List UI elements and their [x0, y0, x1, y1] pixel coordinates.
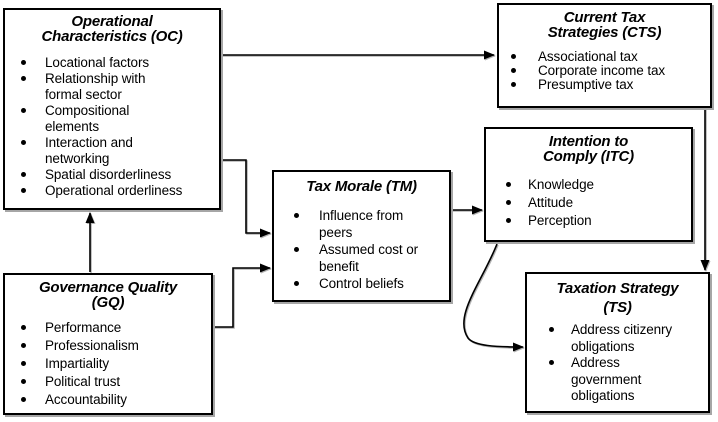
title-line: Taxation Strategy: [556, 280, 679, 297]
bullet-dot: [21, 361, 26, 366]
box-title: Operational Characteristics (OC): [5, 14, 219, 44]
arrow-oc-to-tm: [222, 159, 271, 238]
bullet-dot: [549, 360, 554, 365]
bullet-dot: [21, 172, 26, 177]
box-intention-to-comply: Intention to Comply (ITC) Knowledge Atti…: [484, 127, 693, 242]
bullet-item: Performance: [5, 319, 211, 337]
bullet-item: Knowledge: [486, 176, 691, 194]
title-line: Governance Quality: [38, 279, 178, 296]
bullet-dot: [21, 343, 26, 348]
bullet-dot: [506, 200, 511, 205]
bullet-item: Spatial disorderliness: [5, 167, 219, 183]
bullet-item: Attitude: [486, 194, 691, 212]
bullet-item: Accountability: [5, 391, 211, 409]
bullet-dot: [21, 76, 26, 81]
title-line: Tax Morale (TM): [306, 178, 417, 195]
bullet-item: Operational orderliness: [5, 183, 219, 199]
box-title: Intention to Comply (ITC): [486, 134, 691, 164]
box-governance-quality: Governance Quality (GQ) Performance Prof…: [3, 273, 213, 415]
bullet-list: Knowledge Attitude Perception: [486, 176, 691, 230]
box-title: Taxation Strategy (TS): [527, 281, 708, 315]
arrow-itc-to-ts: [463, 243, 524, 352]
bullet-dot: [294, 213, 299, 218]
bullet-list: Associational tax Corporate income tax P…: [499, 50, 710, 92]
title-line: Current Tax: [563, 9, 646, 26]
bullet-item: Professionalism: [5, 337, 211, 355]
bullet-list: Performance Professionalism Impartiality…: [5, 319, 211, 409]
title-line: (GQ): [91, 294, 125, 311]
bullet-item: Political trust: [5, 373, 211, 391]
bullet-item: Presumptive tax: [499, 78, 710, 92]
box-operational-characteristics: Operational Characteristics (OC) Locatio…: [3, 8, 221, 210]
bullet-dot: [21, 325, 26, 330]
bullet-dot: [21, 379, 26, 384]
box-current-tax-strategies: Current Tax Strategies (CTS) Association…: [497, 3, 712, 108]
title-line: Operational: [71, 13, 153, 30]
bullet-dot: [506, 182, 511, 187]
arrow-gq-to-tm: [214, 263, 271, 328]
title-line: Characteristics (OC): [41, 28, 183, 45]
bullet-dot: [294, 247, 299, 252]
bullet-item: Corporate income tax: [499, 64, 710, 78]
box-title: Tax Morale (TM): [274, 179, 449, 194]
box-title: Current Tax Strategies (CTS): [499, 10, 710, 40]
bullet-dot: [511, 68, 516, 73]
bullet-item: Associational tax: [499, 50, 710, 64]
title-line: (TS): [603, 299, 632, 316]
box-title: Governance Quality (GQ): [5, 280, 211, 310]
title-line: Intention to: [548, 133, 629, 150]
bullet-dot: [294, 281, 299, 286]
title-line: Comply (ITC): [543, 148, 634, 165]
bullet-dot: [21, 140, 26, 145]
bullet-item: Control beliefs: [274, 275, 449, 292]
bullet-dot: [21, 397, 26, 402]
bullet-dot: [511, 82, 516, 87]
bullet-item: Impartiality: [5, 355, 211, 373]
bullet-dot: [506, 218, 511, 223]
box-taxation-strategy: Taxation Strategy (TS) Address citizenry…: [525, 272, 710, 413]
bullet-dot: [511, 54, 516, 59]
title-line: Strategies (CTS): [547, 24, 662, 41]
bullet-dot: [21, 108, 26, 113]
bullet-item: Locational factors: [5, 55, 219, 71]
bullet-dot: [21, 60, 26, 65]
bullet-dot: [549, 327, 554, 332]
bullet-item: Perception: [486, 212, 691, 230]
bullet-dot: [21, 188, 26, 193]
